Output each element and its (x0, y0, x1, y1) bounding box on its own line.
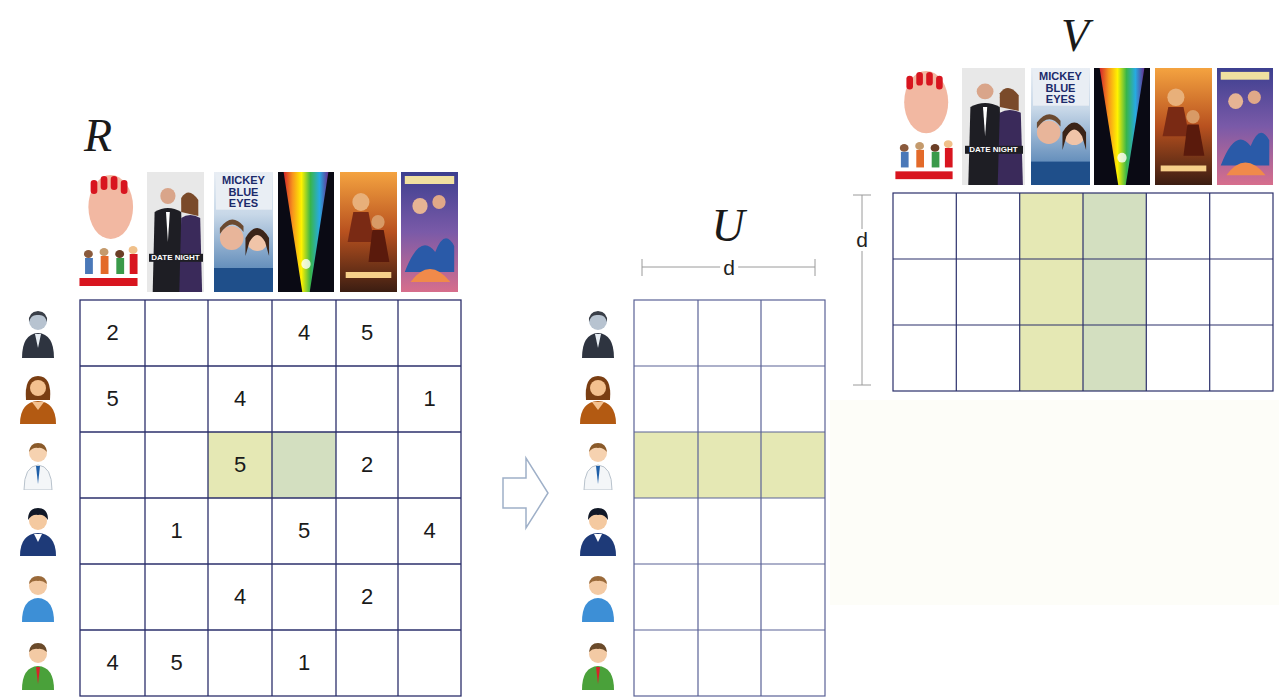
rating-value: 5 (106, 387, 118, 410)
grid-lines (634, 497, 825, 498)
user-icons (582, 311, 614, 358)
dimension-line (853, 195, 871, 385)
grid-lines (634, 629, 825, 630)
grid-lines (634, 300, 825, 696)
grid-lines (80, 365, 461, 366)
grid-lines (1146, 193, 1147, 391)
item-factor-matrix (893, 193, 1273, 391)
movie-posters (401, 172, 458, 292)
movie-posters (1155, 68, 1212, 185)
grid-lines (634, 431, 825, 432)
grid-lines (80, 563, 461, 564)
movie-posters (75, 172, 142, 292)
user-icons (580, 311, 616, 690)
poster-title: MICKEY BLUE EYES (216, 175, 272, 210)
user-icons (582, 643, 614, 690)
dimension-line (862, 195, 863, 385)
matrix-label: R (84, 112, 112, 160)
grid-lines (1082, 193, 1083, 391)
grid-lines (80, 431, 461, 432)
user-icons (22, 576, 54, 622)
rating-value: 4 (106, 651, 118, 674)
rating-value: 4 (234, 585, 246, 608)
grid-lines (1209, 193, 1210, 391)
grid-lines (80, 300, 461, 696)
highlight-column (1020, 193, 1083, 391)
movie-posters (278, 172, 334, 292)
movie-posters (1031, 68, 1090, 185)
rating-value: 5 (298, 519, 310, 542)
movie-posters (147, 172, 204, 292)
dimension-line (853, 195, 871, 196)
grid-lines (956, 193, 957, 391)
grid-lines (893, 193, 1273, 391)
grid-lines (1019, 193, 1020, 391)
grid-lines (634, 365, 825, 366)
movie-posters (891, 68, 1273, 185)
rating-value: 1 (170, 519, 182, 542)
user-icons (582, 576, 614, 622)
movie-posters (1217, 68, 1273, 185)
user-factor-matrix (634, 300, 825, 696)
dimension-line (853, 385, 871, 386)
user-icons (580, 508, 616, 556)
rating-value: 5 (234, 453, 246, 476)
user-icons (20, 376, 56, 424)
dimension-label: d (720, 257, 738, 279)
user-icons (24, 443, 52, 490)
rating-value: 1 (298, 651, 310, 674)
poster-title: DATE NIGHT (149, 254, 203, 262)
highlight-column (1083, 193, 1146, 391)
rating-value: 1 (423, 387, 435, 410)
matrix-label: U (711, 202, 744, 250)
grid-lines (893, 193, 1273, 391)
highlight-row (634, 432, 825, 498)
rating-value: 4 (234, 387, 246, 410)
movie-posters (962, 68, 1025, 185)
user-icons (22, 311, 54, 358)
movie-posters (891, 68, 957, 185)
dimension-label: d (853, 229, 871, 251)
dimension-line (642, 259, 643, 276)
highlight-cell (272, 432, 336, 498)
movie-posters (75, 172, 458, 292)
matrix-label: V (1061, 12, 1089, 60)
user-icons (584, 443, 612, 490)
grid-lines (634, 563, 825, 564)
movie-posters (340, 172, 397, 292)
rating-value: 5 (170, 651, 182, 674)
poster-title: MICKEY BLUE EYES (1033, 71, 1089, 106)
background-panel (830, 400, 1279, 605)
dimension-line (815, 259, 816, 276)
movie-posters (1094, 68, 1150, 185)
transform-arrow (503, 458, 548, 528)
rating-matrix (80, 300, 461, 696)
grid-lines (80, 629, 461, 630)
rating-value: 4 (423, 519, 435, 542)
highlight-cell (208, 432, 272, 498)
poster-title: DATE NIGHT (965, 146, 1023, 154)
user-icons (20, 311, 56, 690)
grid-lines (80, 497, 461, 498)
user-icons (20, 508, 56, 556)
user-icons (580, 376, 616, 424)
rating-value: 2 (361, 585, 373, 608)
rating-value: 2 (106, 321, 118, 344)
grid-lines (634, 300, 825, 696)
rating-value: 2 (361, 453, 373, 476)
user-icons (22, 643, 54, 690)
grid-lines (893, 258, 1273, 259)
rating-value: 4 (298, 321, 310, 344)
grid-lines (893, 324, 1273, 325)
movie-posters (214, 172, 273, 292)
grid-lines (80, 300, 461, 696)
rating-value: 5 (361, 321, 373, 344)
